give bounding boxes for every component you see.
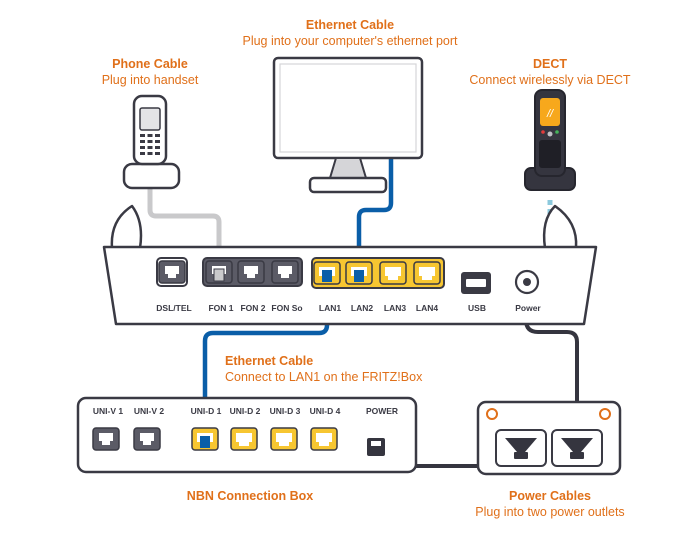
label-ethernet-cable-computer: Ethernet Cable Plug into your computer's…: [230, 17, 470, 49]
label-title: NBN Connection Box: [186, 489, 314, 503]
port-uni-d2: [230, 427, 258, 451]
nbn-label-unid3: UNI-D 3: [270, 406, 301, 416]
nbn-label-univ2: UNI-V 2: [134, 406, 165, 416]
nbn-label-unid1: UNI-D 1: [191, 406, 222, 416]
nbn-label-univ1: UNI-V 1: [93, 406, 124, 416]
label-dect: DECT Connect wirelessly via DECT: [460, 56, 640, 88]
port-dsl-tel: [158, 260, 186, 284]
port-fon2: [237, 260, 265, 284]
cordless-phone: [122, 94, 181, 190]
nbn-label-unid4: UNI-D 4: [310, 406, 341, 416]
router-label-fon1: FON 1: [208, 303, 233, 313]
power-outlets: [476, 400, 622, 476]
label-subtitle: Connect to LAN1 on the FRITZ!Box: [225, 370, 423, 384]
label-power-cables: Power Cables Plug into two power outlets: [460, 488, 640, 520]
label-title: DECT: [532, 57, 568, 71]
port-uni-d4: [310, 427, 338, 451]
label-subtitle: Plug into handset: [101, 73, 199, 87]
port-uni-v1: [92, 427, 120, 451]
router-label-usb: USB: [468, 303, 486, 313]
router-label-lan2: LAN2: [351, 303, 373, 313]
port-uni-v2: [133, 427, 161, 451]
router-label-fonso: FON So: [271, 303, 302, 313]
router-label-dsl: DSL/TEL: [156, 303, 191, 313]
label-subtitle: Plug into your computer's ethernet port: [242, 34, 458, 48]
ethernet-cable-nbn: [202, 275, 330, 447]
label-title: Power Cables: [509, 489, 591, 503]
router-label-lan3: LAN3: [384, 303, 406, 313]
label-phone-cable: Phone Cable Plug into handset: [80, 56, 220, 88]
nbn-power-socket: [367, 438, 385, 456]
label-title: Phone Cable: [112, 57, 188, 71]
router-label-lan4: LAN4: [416, 303, 438, 313]
label-title: Ethernet Cable: [225, 354, 314, 368]
router-label-power: Power: [515, 303, 541, 313]
label-subtitle: Connect wirelessly via DECT: [469, 73, 631, 87]
label-title: Ethernet Cable: [305, 18, 395, 32]
dect-phone: //: [524, 89, 576, 191]
label-subtitle: Plug into two power outlets: [475, 505, 625, 519]
computer-monitor: [272, 56, 424, 194]
svg-text://: //: [546, 108, 554, 120]
label-nbn-connection-box: NBN Connection Box: [160, 488, 340, 504]
port-uni-d3: [270, 427, 298, 451]
port-lan3: [379, 261, 407, 285]
nbn-label-unid2: UNI-D 2: [230, 406, 261, 416]
port-fon-so: [271, 260, 299, 284]
phone-cable: [147, 185, 222, 281]
ethernet-cable-computer: [356, 155, 394, 283]
nbn-label-power: POWER: [366, 406, 398, 416]
label-ethernet-cable-nbn: Ethernet Cable Connect to LAN1 on the FR…: [225, 353, 425, 385]
port-lan4: [413, 261, 441, 285]
router-label-lan1: LAN1: [319, 303, 341, 313]
router-label-fon2: FON 2: [240, 303, 265, 313]
